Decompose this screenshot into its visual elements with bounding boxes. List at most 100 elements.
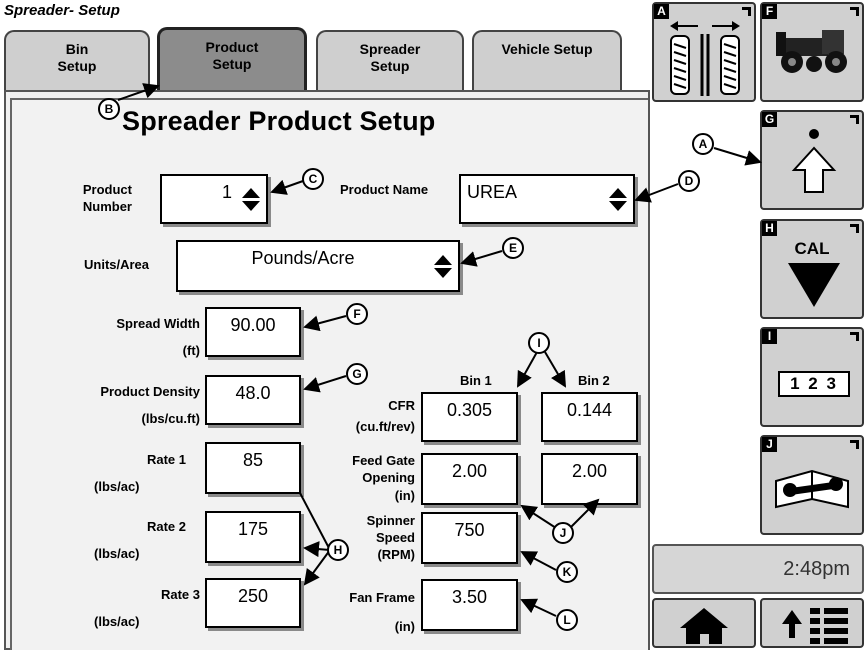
cfr-bin-1-value: 0.305: [446, 400, 493, 420]
tab-label: Bin Setup: [57, 41, 97, 74]
product-name-value: UREA: [467, 182, 518, 202]
home-icon: [680, 608, 728, 644]
callout-b: B: [98, 98, 120, 120]
numeric-entry-icon: 1 2 3: [778, 371, 850, 397]
corner-mark-icon: [850, 332, 859, 341]
cfr-bin-2-value: 0.144: [566, 400, 613, 420]
rate-3-value: 250: [237, 586, 269, 606]
spread-width-value: 90.00: [230, 315, 276, 335]
corner-mark-icon: [850, 115, 859, 124]
spreader-vehicle-icon: [776, 30, 847, 73]
spinner-down-icon[interactable]: [242, 200, 260, 211]
softkey-f-vehicle[interactable]: F: [760, 2, 864, 102]
bin-1-header: Bin 1: [460, 373, 492, 388]
callout-f: F: [346, 303, 368, 325]
rate-3-field[interactable]: 250: [205, 578, 301, 628]
feed-gate-bin-2-value: 2.00: [571, 461, 608, 481]
spinner-down-icon[interactable]: [609, 200, 627, 211]
cal-label: CAL: [794, 239, 830, 258]
bin-2-header: Bin 2: [578, 373, 610, 388]
menu-button[interactable]: [760, 598, 864, 648]
feed-gate-bin-1-value: 2.00: [451, 461, 488, 481]
tab-label: Product Setup: [205, 39, 259, 72]
clock-display: 2:48pm: [652, 544, 864, 594]
tab-label: Spreader Setup: [359, 41, 421, 74]
product-density-field[interactable]: 48.0: [205, 375, 301, 425]
product-name-spinner[interactable]: [603, 176, 633, 222]
spinner-up-icon[interactable]: [609, 187, 627, 198]
cfr-label: CFR: [388, 398, 415, 413]
page-title: Spreader Product Setup: [122, 106, 436, 136]
rate-1-label: Rate 1: [146, 452, 186, 467]
corner-mark-icon: [850, 224, 859, 233]
spinner-up-icon[interactable]: [242, 187, 260, 198]
home-button[interactable]: [652, 598, 756, 648]
cfr-bin-2-field[interactable]: 0.144: [541, 392, 638, 442]
product-name-label: Product Name: [340, 182, 429, 197]
units-area-spinner[interactable]: [428, 242, 458, 290]
up-menu-icon: [782, 608, 848, 644]
callout-j: J: [552, 522, 574, 544]
product-name-field[interactable]: UREA: [459, 174, 635, 224]
rate-3-label: Rate 3: [160, 587, 200, 602]
cfr-unit: (cu.ft/rev): [355, 419, 415, 434]
softkey-a-track-width[interactable]: A: [652, 2, 756, 102]
rate-2-label: Rate 2: [146, 519, 186, 534]
product-density-label: Product Density: [100, 384, 200, 399]
callout-k: K: [556, 561, 578, 583]
rate-1-field[interactable]: 85: [205, 442, 301, 494]
softkey-letter: H: [762, 221, 777, 236]
feed-gate-bin-2-field[interactable]: 2.00: [541, 453, 638, 505]
product-number-value: 1: [221, 182, 232, 202]
rate-1-unit: (lbs/ac): [94, 479, 140, 494]
product-density-unit: (lbs/cu.ft): [141, 411, 201, 426]
callout-g: G: [346, 363, 368, 385]
spinner-speed-value: 750: [454, 520, 485, 540]
fan-frame-field[interactable]: 3.50: [421, 579, 518, 631]
product-number-spinner[interactable]: [236, 176, 266, 222]
units-area-label: Units/Area: [84, 257, 150, 272]
fan-frame-unit: (in): [394, 619, 415, 634]
cfr-bin-1-field[interactable]: 0.305: [421, 392, 518, 442]
product-number-label: Product Number: [82, 182, 132, 214]
tab-spreader-setup[interactable]: Spreader Setup: [316, 30, 464, 90]
spinner-down-icon[interactable]: [434, 267, 452, 278]
rate-3-unit: (lbs/ac): [94, 614, 140, 629]
callout-d: D: [678, 170, 700, 192]
corner-mark-icon: [850, 7, 859, 16]
spread-width-field[interactable]: 90.00: [205, 307, 301, 357]
tab-product-setup[interactable]: Product Setup: [157, 27, 307, 90]
tab-vehicle-setup[interactable]: Vehicle Setup: [472, 30, 622, 90]
softkey-letter: J: [762, 437, 777, 452]
rate-2-field[interactable]: 175: [205, 511, 301, 563]
spinner-speed-label: Spinner Speed (RPM): [366, 513, 415, 562]
up-arrow-dot-icon: [791, 129, 837, 193]
softkey-letter: A: [654, 4, 669, 19]
softkey-h-cal[interactable]: H CAL: [760, 219, 864, 319]
softkey-g-up[interactable]: G: [760, 110, 864, 210]
fan-frame-label: Fan Frame: [349, 590, 415, 605]
tab-bin-setup[interactable]: Bin Setup: [4, 30, 150, 90]
softkey-i-numeric[interactable]: I 1 2 3: [760, 327, 864, 427]
feed-gate-label: Feed Gate Opening: [352, 453, 415, 485]
spinner-speed-field[interactable]: 750: [421, 512, 518, 564]
fan-frame-value: 3.50: [451, 587, 488, 607]
feed-gate-bin-1-field[interactable]: 2.00: [421, 453, 518, 505]
callout-a: A: [692, 133, 714, 155]
product-density-value: 48.0: [235, 383, 271, 403]
rate-1-value: 85: [242, 450, 264, 470]
callout-h: H: [327, 539, 349, 561]
product-number-field[interactable]: 1: [160, 174, 268, 224]
softkey-j-manual[interactable]: J: [760, 435, 864, 535]
units-area-value: Pounds/Acre: [251, 248, 355, 268]
spread-width-label: Spread Width: [116, 316, 200, 331]
corner-mark-icon: [850, 440, 859, 449]
softkey-letter: I: [762, 329, 777, 344]
spinner-up-icon[interactable]: [434, 254, 452, 265]
down-triangle-icon: [788, 263, 840, 307]
window-title: Spreader- Setup: [4, 2, 120, 19]
units-area-field[interactable]: Pounds/Acre: [176, 240, 460, 292]
track-width-icon: [670, 21, 740, 96]
rate-2-value: 175: [237, 519, 269, 539]
feed-gate-unit: (in): [394, 488, 415, 503]
